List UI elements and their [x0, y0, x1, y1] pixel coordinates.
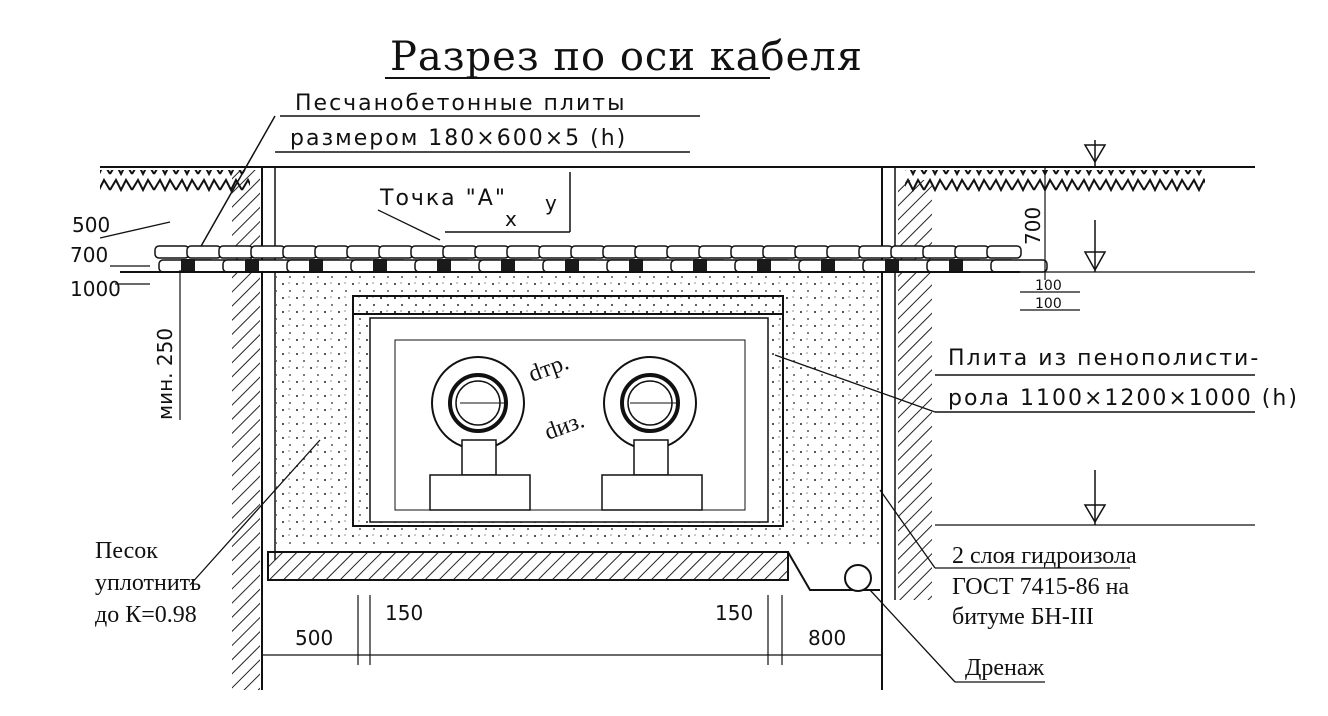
foam-top-layer [352, 295, 784, 315]
slab-top [538, 245, 574, 259]
dim-right-700: 700 [1021, 207, 1045, 245]
slab-joint [565, 259, 579, 272]
level-marker-bottom [1083, 470, 1107, 525]
dim-min-250: мин. 250 [153, 328, 177, 420]
sand-leader [189, 439, 321, 586]
soil-hatch-left [100, 170, 250, 192]
slab-top [506, 245, 542, 259]
slab-top [922, 245, 958, 259]
slab-top [826, 245, 862, 259]
slab-joint [373, 259, 387, 272]
slab-top [282, 245, 318, 259]
title: Разрез по оси кабеля [390, 34, 863, 80]
slab-top [250, 245, 286, 259]
slab-top [442, 245, 478, 259]
slab-top [378, 245, 414, 259]
foam-label-line1: Плита из пенополисти- [948, 346, 1260, 371]
slab-top [570, 245, 606, 259]
leader-500 [99, 221, 171, 239]
slab-top [346, 245, 382, 259]
slab-top [986, 245, 1022, 259]
dim-bottom-500: 500 [295, 626, 333, 650]
waterproof-label-line2: ГОСТ 7415-86 на [952, 574, 1129, 600]
point-a-label: Точка "А" [379, 186, 507, 211]
dim-bottom-150b: 150 [715, 601, 753, 625]
waterproof-label-line3: битуме БН-III [952, 604, 1094, 630]
dim-right-100b: 100 [1035, 296, 1062, 312]
sand-concrete-slabs [154, 245, 1048, 273]
slab-top [410, 245, 446, 259]
slab-top [954, 245, 990, 259]
slab-joint [693, 259, 707, 272]
point-a-leader [377, 209, 441, 241]
sand-label-line3: до К=0.98 [95, 602, 197, 628]
waterproof-leader [879, 489, 936, 569]
slab-top [602, 245, 638, 259]
soil-hatch-right [905, 170, 1205, 192]
slab-joint [501, 259, 515, 272]
waterproof-layer [267, 551, 789, 581]
slab-joint [437, 259, 451, 272]
slab-joint [949, 259, 963, 272]
slab-top [858, 245, 894, 259]
drainage-leader [869, 589, 956, 683]
dim-right-100a: 100 [1035, 278, 1062, 294]
drainage-label: Дренаж [965, 655, 1045, 681]
foam-box-outer [352, 313, 784, 527]
slab-joint [821, 259, 835, 272]
sand-label-line2: уплотнить [95, 570, 201, 596]
sand-label-line1: Песок [95, 538, 158, 564]
slab-top [634, 245, 670, 259]
slab-joint [245, 259, 259, 272]
slabs-label-line2: размером 180×600×5 (h) [290, 126, 627, 151]
pipe-left [429, 356, 531, 511]
dim-left-700: 700 [70, 243, 108, 267]
dim-left-1000: 1000 [70, 277, 121, 301]
slab-joint [309, 259, 323, 272]
dim-bottom-150a: 150 [385, 601, 423, 625]
slabs-label-line1: Песчанобетонные плиты [295, 91, 626, 116]
foam-leader [774, 354, 936, 413]
foam-box-core [394, 339, 746, 511]
slab-joint [181, 259, 195, 272]
slab-bottom [990, 259, 1048, 273]
drainage-pipe [844, 564, 872, 592]
waterproof-label-line1: 2 слоя гидроизола [952, 543, 1137, 569]
slab-top [762, 245, 798, 259]
slab-top [154, 245, 190, 259]
axis-x-label: x [505, 207, 517, 231]
slab-top [730, 245, 766, 259]
slab-joint [885, 259, 899, 272]
slab-top [218, 245, 254, 259]
trench-wall-right [898, 180, 932, 600]
slab-top [890, 245, 926, 259]
slab-joint [757, 259, 771, 272]
foam-label-line2: рола 1100×1200×1000 (h) [948, 386, 1299, 411]
axis-y-label: y [545, 191, 557, 215]
slab-top [186, 245, 222, 259]
slab-top [666, 245, 702, 259]
slab-top [314, 245, 350, 259]
dim-bottom-800: 800 [808, 626, 846, 650]
slab-joint [629, 259, 643, 272]
level-marker-ground [1083, 140, 1107, 167]
slab-top [474, 245, 510, 259]
dim-left-500: 500 [72, 213, 110, 237]
slab-top [698, 245, 734, 259]
slab-top [794, 245, 830, 259]
level-marker-slab [1083, 220, 1107, 272]
pipe-right [601, 356, 703, 511]
